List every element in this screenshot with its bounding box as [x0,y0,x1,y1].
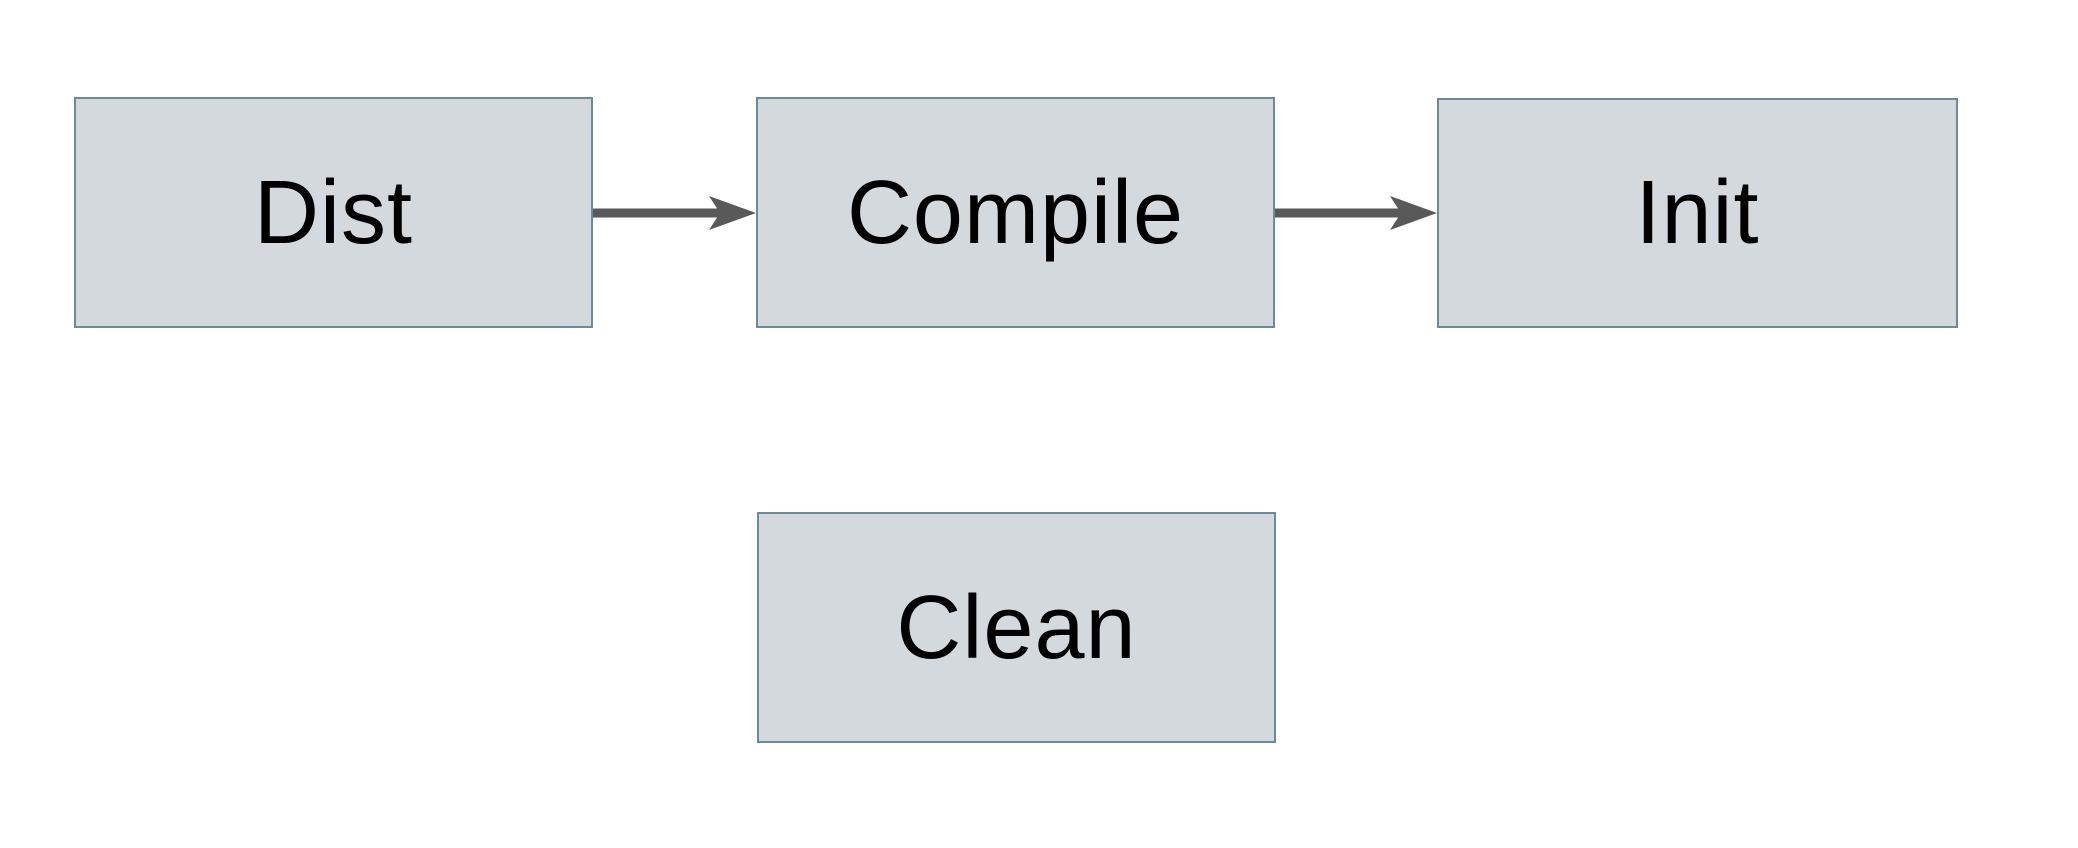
node-init: Init [1437,98,1958,328]
node-init-label: Init [1635,163,1760,263]
node-compile-label: Compile [846,162,1185,263]
arrow-compile-to-init [1275,196,1437,230]
node-clean-label: Clean [896,577,1137,678]
node-compile: Compile [756,97,1275,328]
node-dist-label: Dist [254,162,413,263]
node-dist: Dist [74,97,593,328]
arrow-dist-to-compile [593,196,756,230]
node-clean: Clean [757,512,1276,743]
